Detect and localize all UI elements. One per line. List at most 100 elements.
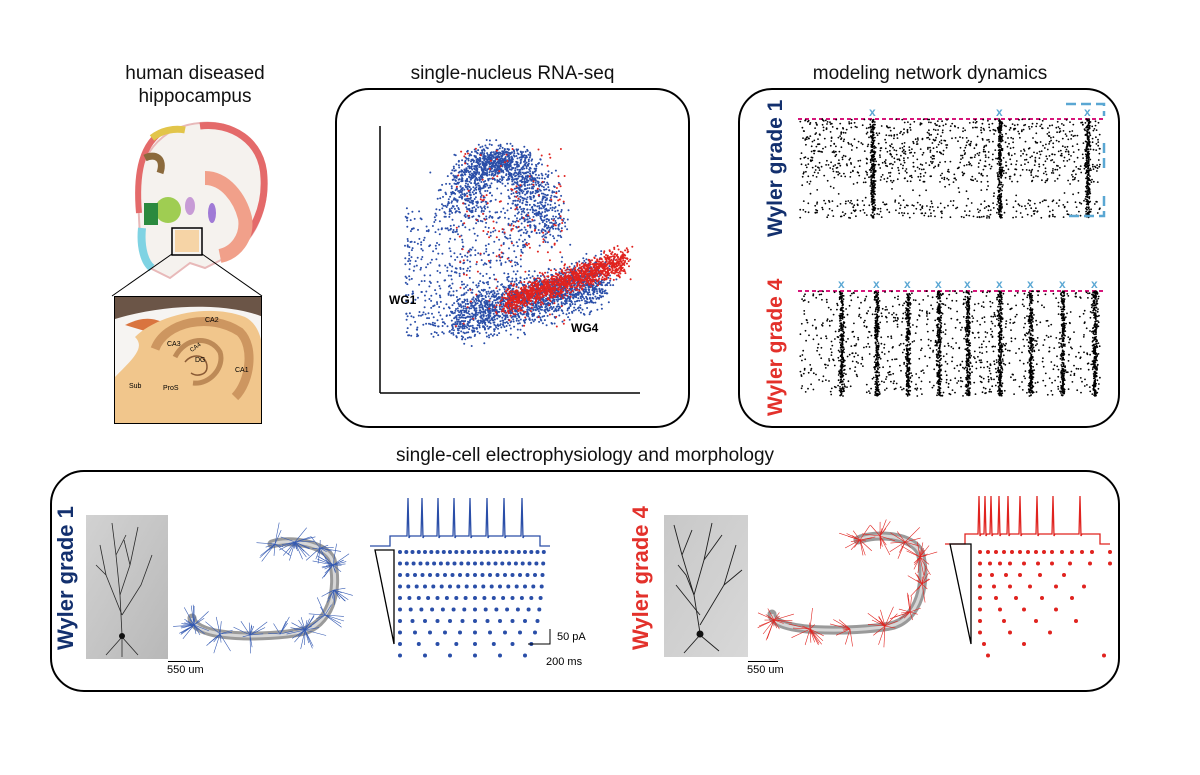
rnaseq-point — [455, 267, 458, 270]
rnaseq-point — [484, 304, 487, 307]
rnaseq-point — [515, 277, 518, 280]
rnaseq-point — [496, 280, 499, 283]
rnaseq-point — [577, 297, 580, 300]
rnaseq-point — [546, 175, 549, 178]
rnaseq-point — [499, 315, 502, 318]
rnaseq-point — [439, 189, 442, 191]
rnaseq-point — [470, 160, 472, 163]
rnaseq-point — [483, 183, 486, 186]
rnaseq-point — [516, 168, 519, 171]
electro-title: single-cell electrophysiology and morpho… — [395, 445, 775, 466]
rnaseq-point — [457, 332, 460, 334]
rnaseq-point — [481, 187, 484, 190]
rnaseq-point — [471, 207, 474, 209]
rnaseq-point — [546, 275, 549, 278]
rnaseq-point — [519, 159, 522, 161]
rnaseq-point — [457, 171, 460, 174]
rnaseq-point — [516, 263, 519, 266]
rnaseq-point — [553, 322, 556, 325]
rnaseq-point — [475, 307, 478, 310]
rnaseq-point — [496, 187, 499, 190]
rnaseq-point — [545, 194, 548, 197]
rnaseq-point — [603, 292, 606, 295]
rnaseq-point — [557, 234, 560, 237]
rnaseq-point — [455, 296, 458, 298]
rnaseq-point — [618, 275, 621, 278]
rnaseq-point — [488, 165, 491, 168]
rnaseq-point — [553, 281, 556, 284]
rnaseq-point — [537, 174, 540, 177]
rnaseq-point — [410, 249, 413, 252]
rnaseq-point — [408, 268, 411, 271]
rnaseq-point — [539, 158, 542, 161]
rnaseq-point — [523, 331, 526, 334]
rnaseq-point — [485, 158, 487, 160]
rnaseq-point — [501, 323, 504, 326]
rnaseq-point — [469, 336, 472, 339]
rnaseq-point — [514, 273, 517, 276]
rnaseq-point — [545, 214, 548, 217]
rnaseq-point — [404, 281, 407, 284]
rnaseq-point — [532, 302, 535, 305]
rnaseq-point — [460, 312, 463, 315]
rnaseq-point — [498, 288, 501, 291]
rnaseq-point — [539, 201, 542, 204]
rnaseq-point — [476, 286, 479, 289]
rnaseq-point — [519, 168, 522, 171]
rnaseq-point — [466, 326, 469, 329]
rnaseq-point — [438, 294, 441, 297]
rnaseq-point — [466, 267, 469, 270]
rnaseq-point — [480, 310, 483, 313]
rnaseq-point — [542, 192, 545, 195]
rnaseq-point — [585, 252, 588, 255]
rnaseq-point — [596, 259, 599, 262]
rnaseq-point — [474, 210, 477, 213]
rnaseq-point — [495, 161, 498, 164]
rnaseq-point — [472, 161, 475, 163]
rnaseq-point — [514, 294, 517, 297]
rnaseq-point — [542, 281, 544, 284]
rnaseq-point — [503, 157, 506, 160]
rnaseq-point — [517, 211, 520, 214]
zoom-lines — [111, 253, 263, 297]
rnaseq-point — [478, 215, 481, 218]
rnaseq-point — [512, 183, 515, 186]
rnaseq-point — [517, 148, 520, 151]
rnaseq-point — [544, 236, 547, 239]
rnaseq-point — [556, 295, 559, 298]
rnaseq-point — [522, 199, 525, 202]
rnaseq-point — [545, 220, 548, 223]
rnaseq-point — [464, 159, 467, 162]
rnaseq-point — [436, 303, 439, 305]
rnaseq-point — [490, 199, 493, 202]
rnaseq-point — [612, 259, 615, 262]
rnaseq-point — [492, 165, 495, 168]
rnaseq-point — [537, 310, 540, 313]
rnaseq-point — [452, 294, 455, 297]
rnaseq-point — [490, 290, 493, 293]
rnaseq-point — [505, 305, 508, 308]
rnaseq-point — [439, 296, 442, 299]
rnaseq-point — [469, 260, 471, 263]
rnaseq-point — [622, 259, 625, 262]
rnaseq-point — [508, 172, 511, 174]
rnaseq-point — [511, 145, 514, 147]
rnaseq-point — [488, 292, 491, 295]
rnaseq-point — [554, 283, 557, 286]
rnaseq-point — [510, 168, 513, 171]
rnaseq-point — [474, 178, 477, 181]
rnaseq-point — [459, 325, 462, 328]
rnaseq-point — [452, 327, 454, 330]
rnaseq-point — [461, 309, 464, 312]
rnaseq-point — [543, 177, 546, 180]
rnaseq-point — [522, 190, 525, 193]
rnaseq-point — [515, 174, 518, 177]
rnaseq-point — [471, 304, 474, 307]
rnaseq-point — [455, 210, 457, 213]
rnaseq-point — [497, 314, 499, 317]
rnaseq-point — [533, 195, 536, 198]
rnaseq-point — [530, 300, 533, 302]
rnaseq-point — [470, 307, 473, 310]
rnaseq-point — [439, 287, 442, 290]
rnaseq-point — [574, 266, 577, 269]
